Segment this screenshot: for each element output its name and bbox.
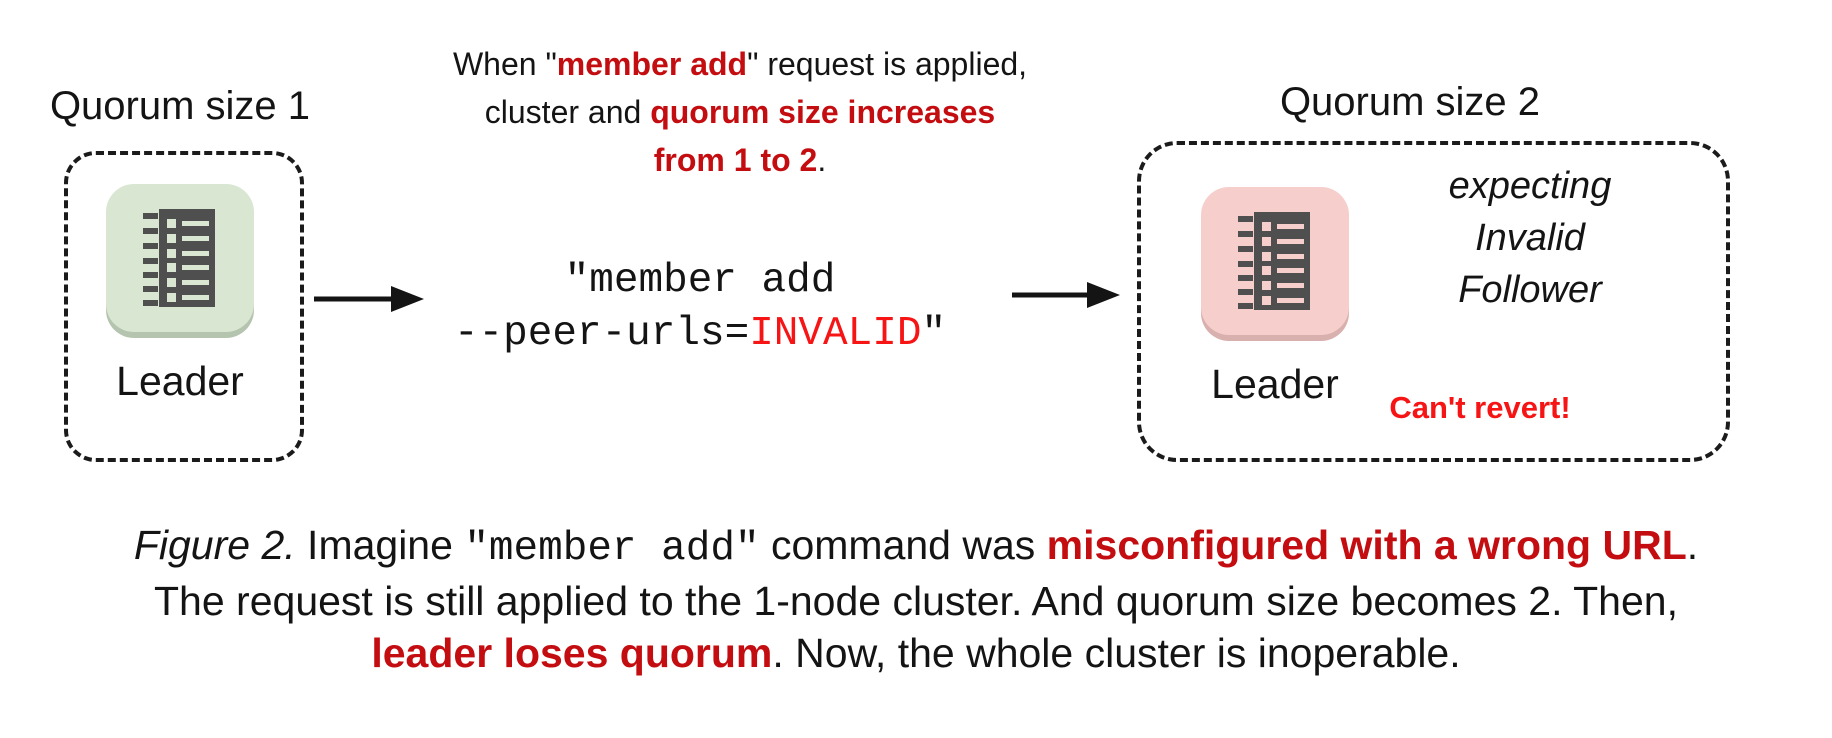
annotation-line: When "member add" request is applied, [385, 40, 1095, 88]
text-run: misconfigured with a wrong URL [1046, 522, 1687, 568]
expecting-line: expecting [1448, 165, 1612, 207]
text-run: quorum size increases [650, 94, 996, 130]
expecting-line: Invalid [1475, 217, 1585, 259]
member-log-glyph [1238, 212, 1310, 310]
right-arrow-icon [314, 286, 424, 312]
etcd-member-list-icon [1201, 187, 1349, 335]
figure-caption: Figure 2. Imagine "member add" command w… [0, 519, 1832, 679]
command-line: "member add [445, 255, 955, 308]
text-run: command was [759, 522, 1047, 568]
text-run: " request is applied, [747, 46, 1028, 82]
member-log-glyph [143, 209, 215, 307]
annotation-note: When "member add" request is applied, cl… [385, 40, 1095, 184]
text-run: INVALID [749, 311, 922, 357]
expecting-line: Follower [1458, 269, 1602, 311]
annotation-line: cluster and quorum size increases [385, 88, 1095, 136]
left-cluster-box [64, 151, 304, 462]
text-run: Imagine [295, 522, 465, 568]
caption-line: Figure 2. Imagine "member add" command w… [0, 519, 1832, 575]
text-run: Figure 2. [133, 522, 296, 568]
command-text: "member add --peer-urls=INVALID" [445, 255, 955, 361]
text-run: member add [556, 46, 748, 82]
text-run: . [817, 142, 827, 178]
right-cluster-node: Leader [1201, 187, 1349, 405]
caption-line: The request is still applied to the 1-no… [0, 575, 1832, 627]
node-label-leader: Leader [1211, 361, 1339, 407]
left-cluster-title: Quorum size 1 [49, 84, 311, 128]
annotation-line: from 1 to 2. [385, 136, 1095, 184]
right-cluster-box [1137, 141, 1730, 462]
text-run: leader loses quorum [371, 630, 773, 676]
text-run: cluster and [484, 94, 651, 130]
text-run: When " [452, 46, 557, 82]
text-run: . Now, the whole cluster is inoperable. [772, 630, 1461, 676]
text-run: "member add" [464, 526, 760, 572]
text-run: --peer-urls= [453, 311, 750, 357]
text-run: The request is still applied to the 1-no… [154, 578, 1678, 624]
caption-line: leader loses quorum. Now, the whole clus… [0, 627, 1832, 679]
text-run: . [1686, 522, 1699, 568]
text-run: from 1 to 2 [653, 142, 818, 178]
expecting-invalid-follower-note: expecting Invalid Follower [1370, 160, 1690, 316]
left-cluster-node: Leader [106, 184, 254, 402]
command-line: --peer-urls=INVALID" [445, 308, 955, 361]
right-cluster-title: Quorum size 2 [1279, 80, 1541, 124]
text-run: "member add [564, 258, 836, 304]
right-arrow-icon [1012, 282, 1120, 308]
etcd-member-list-icon [106, 184, 254, 332]
node-label-leader: Leader [116, 358, 244, 404]
cant-revert-alert: Can't revert! [1389, 390, 1571, 425]
text-run: " [921, 311, 947, 357]
